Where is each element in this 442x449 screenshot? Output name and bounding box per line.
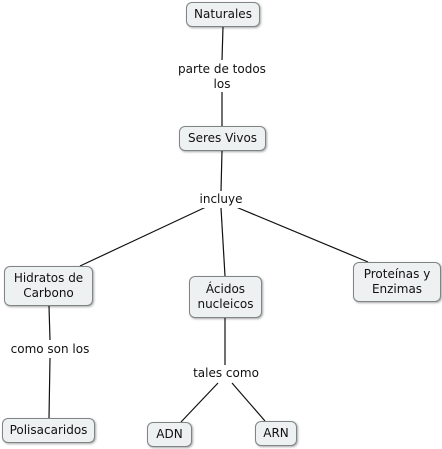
connector-hidratos-to-link: [48, 305, 51, 341]
concept-naturales[interactable]: Naturales: [186, 2, 260, 27]
connector-naturales-to-link: [221, 26, 224, 61]
connector-tales-como-to-adn: [180, 382, 219, 423]
concept-acidos-nucleicos[interactable]: Ácidos nucleicos: [189, 276, 262, 318]
concept-hidratos-de-carbono[interactable]: Hidratos de Carbono: [4, 266, 93, 306]
connector-seres-vivos-to-incluye: [220, 150, 223, 192]
connector-link-to-polisacaridos: [48, 357, 51, 419]
concept-adn[interactable]: ADN: [147, 422, 192, 447]
link-tales-como: tales como: [188, 366, 264, 382]
link-parte-de-todos-los: parte de todos los: [170, 62, 274, 92]
connector-incluye-to-hidratos: [79, 206, 207, 267]
connector-tales-como-to-arn: [231, 382, 266, 422]
connector-incluye-to-proteinas: [235, 206, 369, 263]
connector-incluye-to-acidos: [220, 207, 226, 277]
concept-proteinas-y-enzimas[interactable]: Proteínas y Enzimas: [353, 262, 441, 302]
concept-polisacaridos[interactable]: Polisacaridos: [2, 418, 95, 443]
concept-seres-vivos[interactable]: Seres Vivos: [179, 126, 266, 151]
link-incluye: incluye: [196, 192, 246, 208]
link-como-son-los: como son los: [6, 342, 94, 358]
concept-arn[interactable]: ARN: [255, 421, 297, 446]
